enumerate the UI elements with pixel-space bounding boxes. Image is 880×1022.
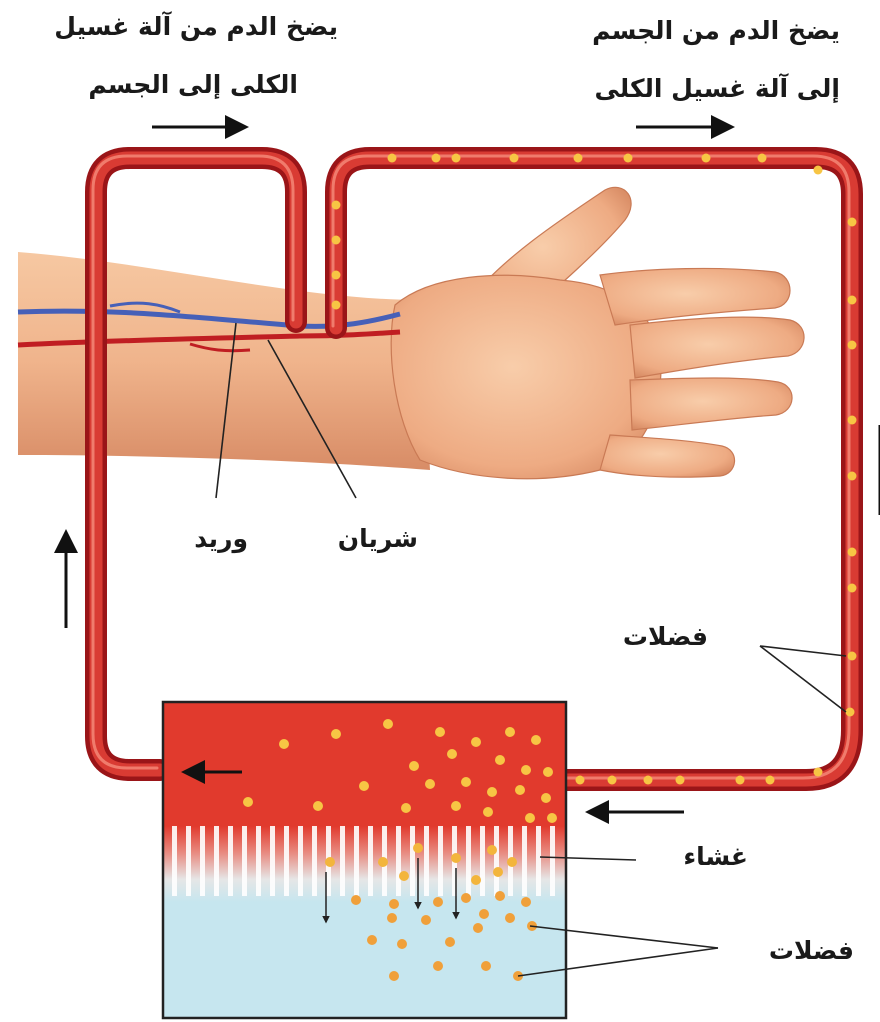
tube-waste-dot (332, 271, 341, 280)
artery-label: شريان (338, 524, 418, 553)
tube-waste-dot (736, 776, 745, 785)
tube-waste-dot (814, 768, 823, 777)
right-caption-line2: إلى آلة غسيل الكلى (594, 74, 840, 103)
tube-waste-dot (574, 154, 583, 163)
tube-waste-dot (848, 548, 857, 557)
tube-waste-dot (848, 296, 857, 305)
tube-waste-dot (848, 472, 857, 481)
tube-waste-dot (576, 776, 585, 785)
tube-waste-dot (624, 154, 633, 163)
blood-chamber (163, 702, 566, 826)
tube-waste-dot (848, 652, 857, 661)
tube-waste-dot (332, 236, 341, 245)
tube-waste-dot (846, 708, 855, 717)
tube-waste-dot (758, 154, 767, 163)
tube-waste-dot (432, 154, 441, 163)
membrane-zone (163, 826, 566, 902)
tube-waste-dot (388, 154, 397, 163)
tube-waste-dot (848, 584, 857, 593)
left-caption-line1: يضخ الدم من آلة غسيل (54, 12, 338, 41)
left-caption-line2: الكلى إلى الجسم (88, 70, 298, 99)
tube-waste-dot (848, 341, 857, 350)
hand (391, 187, 804, 478)
tube-waste-dot (608, 776, 617, 785)
forearm (18, 252, 430, 470)
dialyzer (163, 702, 566, 1018)
tube-waste-dot (676, 776, 685, 785)
membrane-label: غشاء (683, 842, 748, 871)
tube-waste-dot (814, 166, 823, 175)
tube-waste-dot (452, 154, 461, 163)
tube-waste-dot (332, 301, 341, 310)
tube-waste-dot (644, 776, 653, 785)
tube-waste-dot (848, 416, 857, 425)
tube-waste-dot (510, 154, 519, 163)
tube-waste-dot (702, 154, 711, 163)
dialysate-waste-label: فضلات (769, 936, 854, 965)
tube-waste-dot (848, 218, 857, 227)
tube-waste-dot (766, 776, 775, 785)
tube-waste-dot (332, 201, 341, 210)
tube-waste-label: فضلات (623, 622, 708, 651)
right-caption-line1: يضخ الدم من الجسم (592, 16, 840, 45)
vein-label: وريد (194, 524, 248, 553)
